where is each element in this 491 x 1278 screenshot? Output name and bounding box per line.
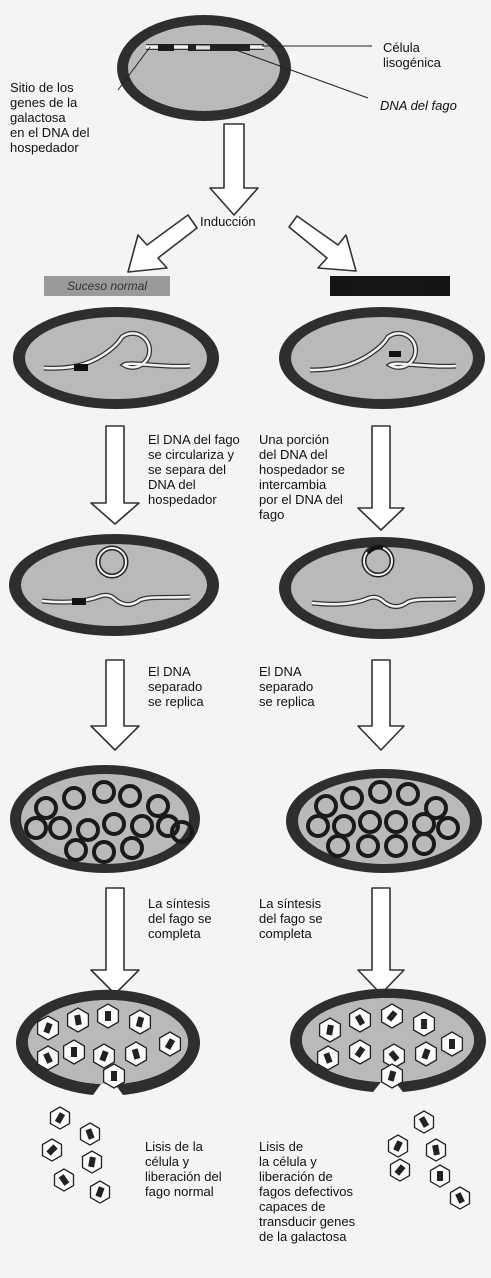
right-step2-text: El DNA separado se replica <box>259 664 315 709</box>
phage-particle <box>38 1016 59 1040</box>
separated-dna-cell-normal <box>9 534 219 636</box>
phage-dna-label: DNA del fago <box>380 98 457 113</box>
phage-particle <box>94 1044 115 1068</box>
phage-particle <box>382 1004 403 1028</box>
right-step4-text: Lisis de la célula y liberación de fagos… <box>259 1139 355 1244</box>
right-arrow-3 <box>358 888 404 994</box>
rare-branch-arrow <box>289 216 356 271</box>
left-step4-text: Lisis de la célula y liberación del fago… <box>145 1139 222 1199</box>
released-phage <box>81 1123 100 1145</box>
replicating-cell-rare <box>286 769 482 873</box>
lysing-cell-normal <box>16 990 200 1095</box>
cell-label: Célula lisogénica <box>383 40 441 70</box>
phage-particle <box>130 1010 151 1034</box>
released-phage <box>43 1139 62 1161</box>
released-phage <box>55 1169 74 1191</box>
phage-particle <box>68 1008 89 1032</box>
phage-particle <box>350 1040 371 1064</box>
induced-cell-normal <box>13 307 219 409</box>
released-phages-normal <box>43 1107 110 1203</box>
released-phage <box>451 1187 470 1209</box>
galactose-site-label: Sitio de los genes de la galactosa en el… <box>10 80 90 155</box>
induction-arrow <box>210 124 258 215</box>
released-phage <box>51 1107 70 1129</box>
induction-label: Inducción <box>200 214 256 229</box>
replicating-cell-normal <box>10 765 200 873</box>
left-step2-text: El DNA separado se replica <box>148 664 204 709</box>
left-arrow-2 <box>91 660 139 750</box>
phage-particle <box>126 1042 147 1066</box>
phage-particle <box>350 1008 371 1032</box>
phage-particle <box>318 1046 339 1070</box>
left-step3-text: La síntesis del fago se completa <box>148 896 212 941</box>
released-phage <box>91 1181 110 1203</box>
released-phage <box>427 1139 446 1161</box>
left-step1-text: El DNA del fago se circulariza y se sepa… <box>148 432 240 507</box>
phage-particle <box>384 1044 405 1068</box>
lysogenic-cell <box>117 15 291 121</box>
phage-particle <box>38 1046 59 1070</box>
normal-event-header: Suceso normal <box>44 276 170 296</box>
right-arrow-2 <box>358 660 404 750</box>
left-arrow-1 <box>91 426 139 524</box>
released-phages-rare <box>389 1111 470 1209</box>
phage-particle <box>160 1032 181 1056</box>
released-phage <box>431 1165 450 1187</box>
phage-particle <box>414 1012 435 1036</box>
right-step3-text: La síntesis del fago se completa <box>259 896 323 941</box>
phage-particle <box>442 1032 463 1056</box>
left-arrow-3 <box>91 888 139 994</box>
rare-event-header: Suceso raro <box>330 276 450 296</box>
separated-dna-cell-rare <box>279 537 485 639</box>
phage-particle <box>98 1004 119 1028</box>
induced-cell-rare <box>279 307 485 409</box>
released-phage <box>391 1159 410 1181</box>
right-step1-text: Una porción del DNA del hospedador se in… <box>259 432 345 522</box>
lysing-cell-rare <box>290 989 486 1092</box>
galactose-gene-segment <box>158 44 174 51</box>
released-phage <box>83 1151 102 1173</box>
phage-particle <box>64 1040 85 1064</box>
normal-branch-arrow <box>128 215 197 272</box>
phage-particle <box>104 1064 125 1088</box>
right-arrow-1 <box>358 426 404 530</box>
phage-particle <box>416 1042 437 1066</box>
phage-particle <box>320 1018 341 1042</box>
phage-particle <box>382 1064 403 1088</box>
released-phage <box>389 1135 408 1157</box>
released-phage <box>415 1111 434 1133</box>
